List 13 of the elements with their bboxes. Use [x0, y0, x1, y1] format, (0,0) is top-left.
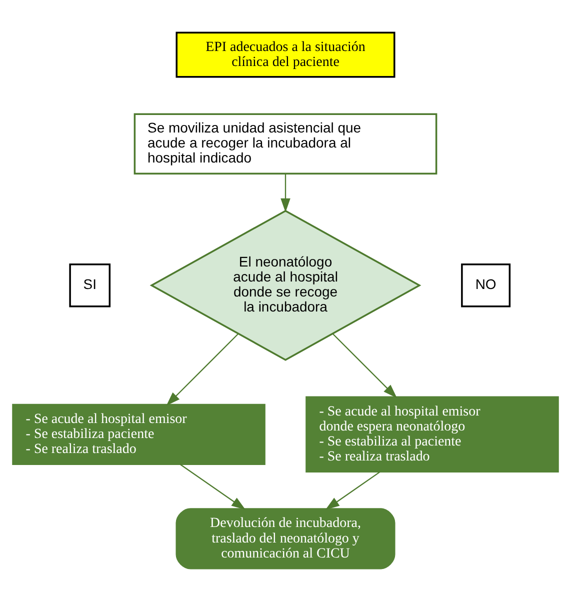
- node-box: NO: [461, 264, 511, 308]
- arrow: [332, 333, 398, 398]
- arrow: [280, 174, 290, 212]
- node-box: Se moviliza unidad asistencial que acude a recoger la incubadora al hospital indicado: [134, 113, 438, 174]
- node-box: EPI adecuados a la situación clínica del paciente: [176, 32, 396, 78]
- node-box: - Se acude al hospital emisor donde espera neonatólogo - Se estabiliza al paciente - Se realiza traslado: [306, 396, 559, 473]
- node-diamond: El neonatólogo acude al hospital donde se recoge la incubadora: [150, 210, 422, 361]
- arrow: [180, 464, 246, 510]
- node-box: - Se acude al hospital emisor - Se estabiliza paciente - Se realiza traslado: [12, 404, 266, 465]
- arrow: [166, 333, 239, 406]
- node-box: SI: [69, 264, 111, 308]
- node-box: Devolución de incubadora, traslado del neonatólogo y comunicación al CICU: [176, 508, 396, 570]
- arrow: [325, 471, 380, 510]
